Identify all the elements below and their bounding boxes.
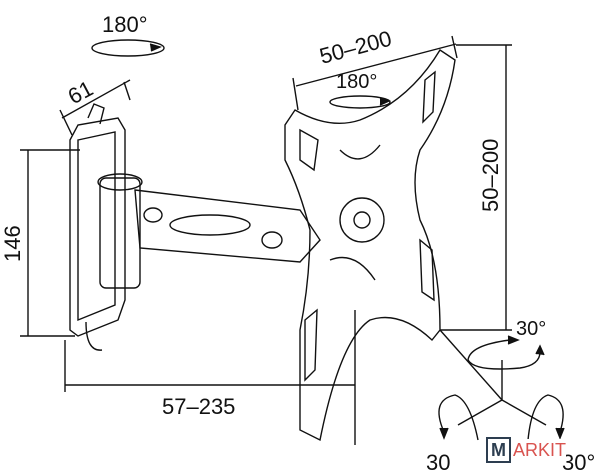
plate-height-label: 50–200: [478, 139, 503, 212]
plate-height-dimension: [440, 44, 512, 331]
watermark-text: ARKIT: [511, 439, 567, 461]
swivel-left-label: 30: [426, 450, 450, 472]
plate-rotation-label: 180°: [336, 71, 377, 93]
wall-rotation-arrow: [91, 39, 165, 57]
swivel-right-label: 30°: [562, 450, 595, 472]
height-dimension: [20, 149, 80, 337]
plate-rotation-arrow: [329, 95, 391, 109]
plate-width-dimension: [292, 35, 458, 111]
vesa-plate: [284, 49, 456, 442]
tilt-swivel-axes: [438, 329, 565, 441]
height-label: 146: [0, 225, 25, 262]
watermark-logo: M ARKIT: [486, 437, 567, 463]
swing-arm: [97, 173, 321, 289]
wall-plate: [69, 103, 126, 351]
watermark-letter: M: [486, 437, 511, 463]
wall-rotation-label: 180°: [102, 12, 148, 37]
depth-label: 61: [64, 76, 97, 110]
tilt-label: 30°: [516, 318, 546, 340]
extension-dimension: [64, 310, 356, 445]
depth-dimension: [59, 79, 131, 136]
extension-label: 57–235: [162, 394, 235, 419]
plate-width-label: 50–200: [317, 26, 394, 69]
